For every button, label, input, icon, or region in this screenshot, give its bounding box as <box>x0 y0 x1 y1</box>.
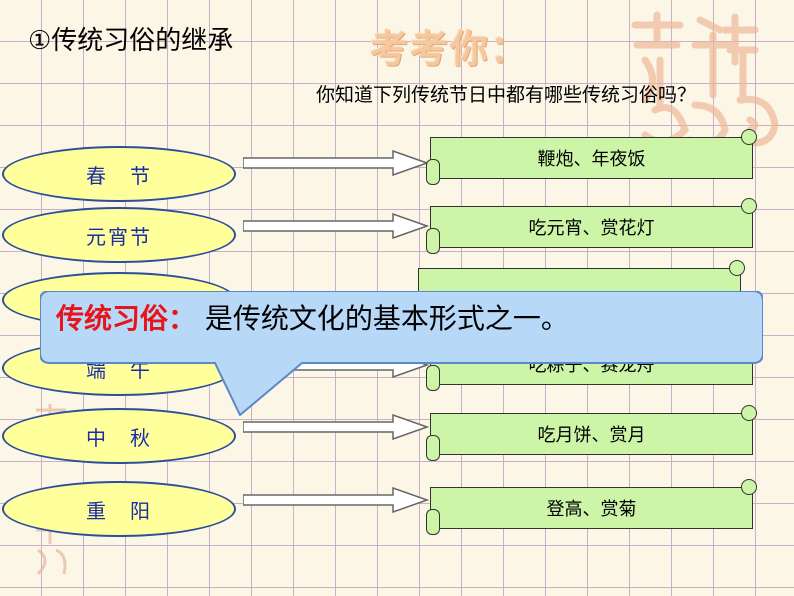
scroll-curl <box>426 365 440 391</box>
callout-text: 传统习俗： 是传统文化的基本形式之一。 <box>56 297 569 337</box>
auspicious-stamp-icon <box>631 11 779 147</box>
festival-double-ninth: 重 阳 <box>2 481 236 537</box>
scroll-curl <box>426 159 440 185</box>
scroll-curl <box>426 228 440 254</box>
festival-label: 重 阳 <box>86 498 152 523</box>
section-title: ①传统习俗的继承 <box>28 26 234 56</box>
scroll-curl <box>741 405 757 421</box>
custom-label: 登高、赏菊 <box>430 487 753 529</box>
scroll-curl <box>741 129 757 145</box>
arrow-icon <box>243 487 429 513</box>
festival-label: 春 节 <box>86 163 152 188</box>
custom-scroll: 鞭炮、年夜饭 <box>426 129 757 185</box>
festival-lantern: 元宵节 <box>2 207 236 263</box>
festival-label: 中 秋 <box>86 425 152 450</box>
custom-label: 鞭炮、年夜饭 <box>430 137 753 179</box>
scroll-curl <box>426 509 440 535</box>
question-text: 你知道下列传统节日中都有哪些传统习俗吗？ <box>316 84 697 106</box>
festival-mid-autumn: 中 秋 <box>2 408 236 464</box>
festival-label: 元宵节 <box>86 224 152 249</box>
callout-definition: 是传统文化的基本形式之一。 <box>204 302 569 335</box>
scroll-curl <box>741 479 757 495</box>
quiz-banner: 考考你： <box>370 27 531 71</box>
custom-scroll: 吃元宵、赏花灯 <box>426 198 757 254</box>
scroll-curl <box>741 198 757 214</box>
custom-scroll: 吃月饼、赏月 <box>426 405 757 461</box>
scroll-curl <box>426 435 440 461</box>
custom-label: 吃月饼、赏月 <box>430 413 753 455</box>
custom-label: 吃元宵、赏花灯 <box>430 206 753 248</box>
arrow-icon <box>243 150 429 176</box>
definition-callout <box>40 291 763 416</box>
scroll-curl <box>729 260 745 276</box>
festival-spring: 春 节 <box>2 146 236 202</box>
custom-scroll: 登高、赏菊 <box>426 479 757 535</box>
arrow-icon <box>243 213 429 239</box>
arrow-icon <box>243 414 429 440</box>
callout-term: 传统习俗： <box>56 302 197 335</box>
